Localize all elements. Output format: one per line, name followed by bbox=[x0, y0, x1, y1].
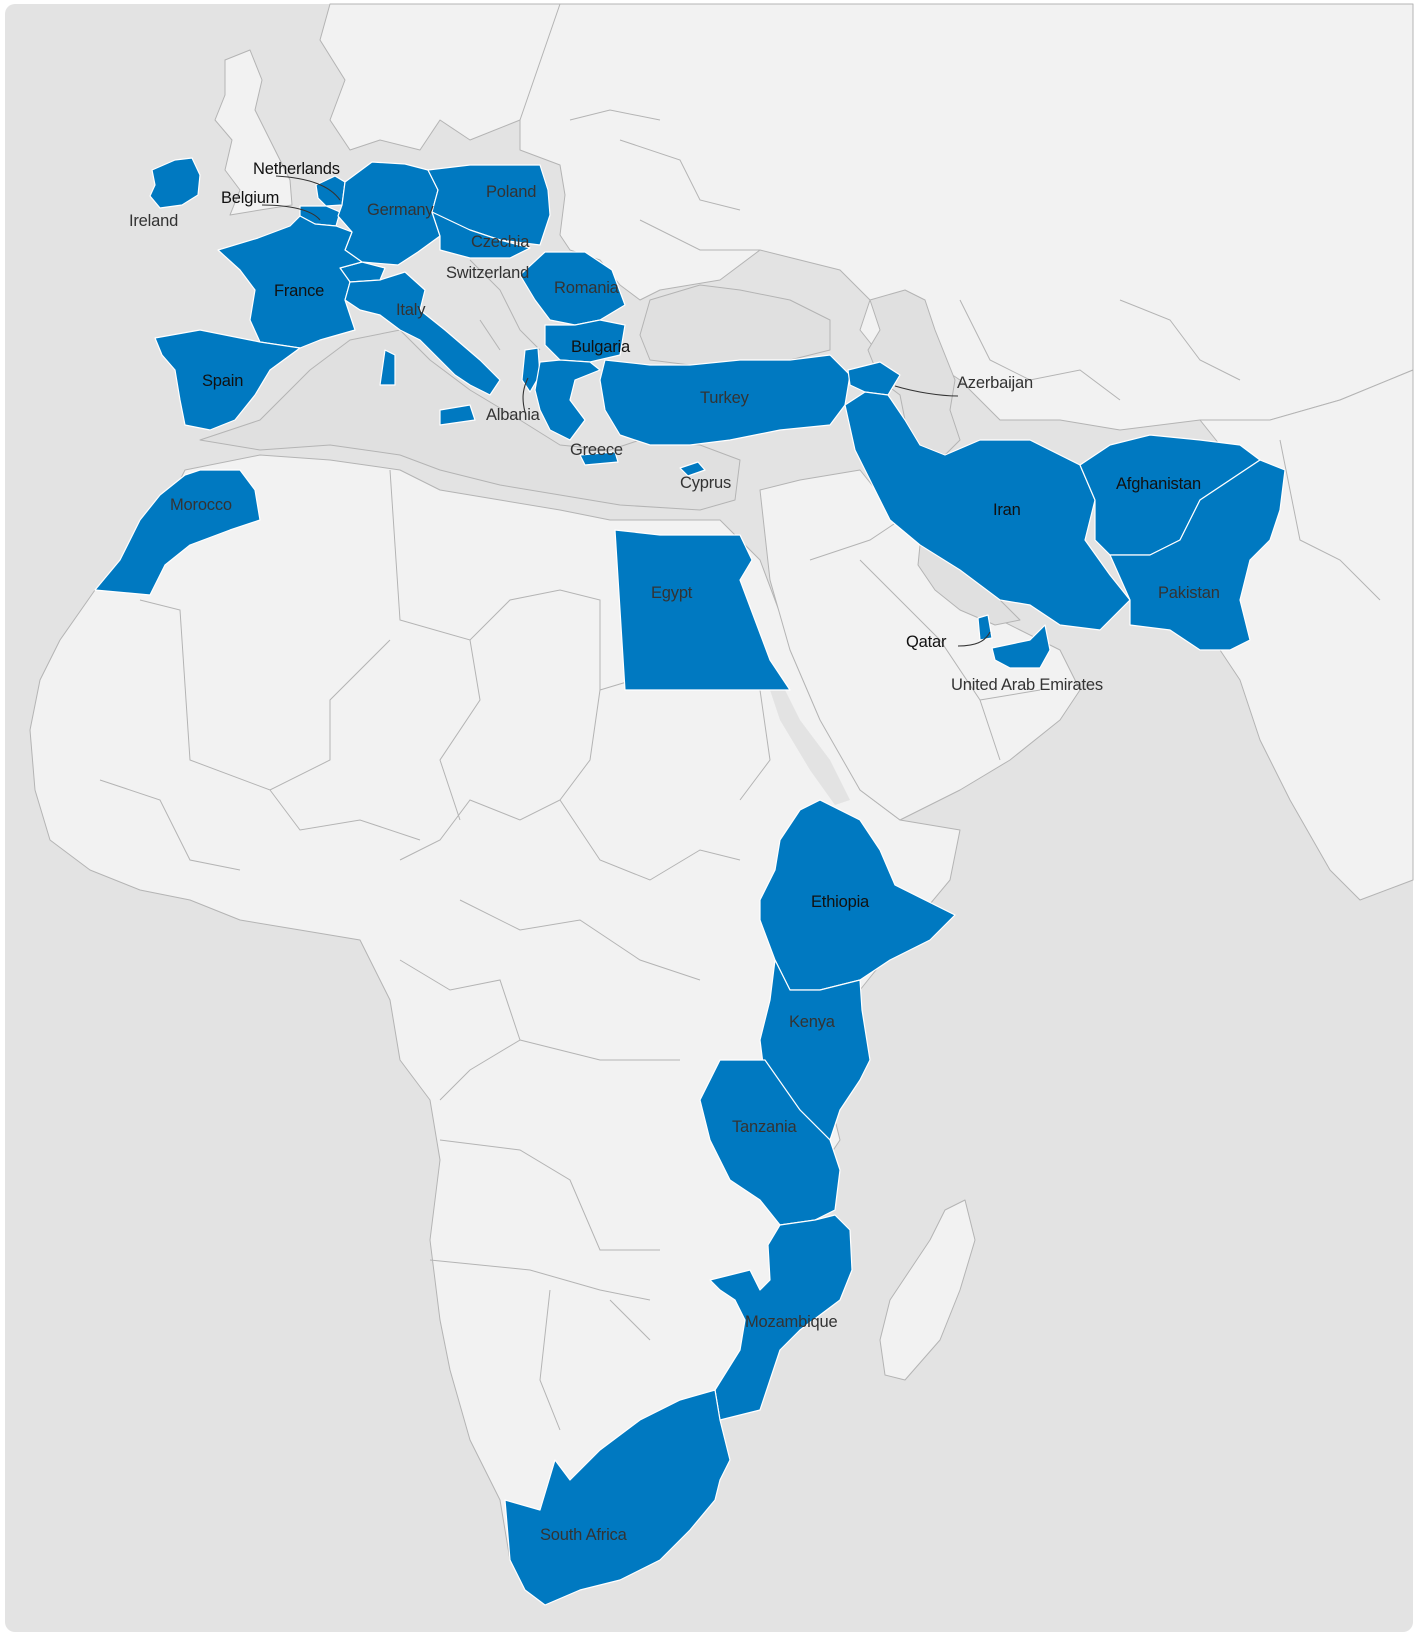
label-azerbaijan: Azerbaijan bbox=[957, 374, 1033, 392]
country-cyprus[interactable] bbox=[679, 461, 706, 477]
country-uae[interactable] bbox=[991, 624, 1051, 669]
country-turkey[interactable] bbox=[599, 354, 851, 446]
label-spain: Spain bbox=[202, 372, 243, 390]
label-netherlands: Netherlands bbox=[253, 160, 340, 178]
label-iran: Iran bbox=[993, 501, 1021, 519]
country-spain[interactable] bbox=[154, 329, 301, 431]
label-ireland: Ireland bbox=[129, 212, 178, 230]
country-pakistan[interactable] bbox=[1109, 459, 1286, 651]
land-great-britain bbox=[214, 49, 293, 216]
highlighted-countries bbox=[94, 157, 1286, 1606]
black-sea bbox=[639, 284, 831, 366]
label-albania: Albania bbox=[486, 406, 541, 424]
label-poland: Poland bbox=[486, 183, 536, 201]
label-switzerland: Switzerland bbox=[446, 264, 529, 282]
label-france: France bbox=[274, 282, 324, 300]
label-qatar: Qatar bbox=[906, 633, 947, 651]
country-france[interactable] bbox=[217, 215, 363, 349]
label-ethiopia: Ethiopia bbox=[811, 893, 870, 911]
country-egypt[interactable] bbox=[614, 529, 791, 691]
country-czechia[interactable] bbox=[431, 211, 531, 259]
label-afghanistan: Afghanistan bbox=[1116, 475, 1201, 493]
country-ireland[interactable] bbox=[149, 157, 201, 209]
country-labels: Netherlands Belgium Ireland Germany Pola… bbox=[129, 160, 1220, 1544]
label-greece: Greece bbox=[570, 441, 623, 459]
label-egypt: Egypt bbox=[651, 584, 693, 602]
country-greece[interactable] bbox=[534, 359, 619, 466]
label-turkey: Turkey bbox=[700, 389, 750, 407]
country-morocco[interactable] bbox=[94, 469, 261, 596]
label-uae: United Arab Emirates bbox=[951, 676, 1103, 694]
label-kenya: Kenya bbox=[789, 1013, 836, 1031]
label-romania: Romania bbox=[554, 279, 620, 297]
label-pakistan: Pakistan bbox=[1158, 584, 1220, 602]
label-morocco: Morocco bbox=[170, 496, 232, 514]
country-iran[interactable] bbox=[844, 391, 1131, 631]
country-romania[interactable] bbox=[519, 251, 626, 326]
country-italy[interactable] bbox=[344, 271, 501, 426]
label-belgium: Belgium bbox=[221, 189, 279, 207]
label-bulgaria: Bulgaria bbox=[571, 338, 631, 356]
land-madagascar bbox=[879, 1199, 976, 1381]
label-tanzania: Tanzania bbox=[732, 1118, 797, 1136]
label-cyprus: Cyprus bbox=[680, 474, 731, 492]
country-south-africa[interactable] bbox=[504, 1389, 731, 1606]
label-mozambique: Mozambique bbox=[745, 1313, 837, 1331]
label-czechia: Czechia bbox=[471, 233, 530, 251]
country-germany[interactable] bbox=[337, 161, 441, 266]
label-germany: Germany bbox=[367, 201, 434, 219]
leader-lines bbox=[261, 175, 991, 647]
label-italy: Italy bbox=[396, 301, 426, 319]
country-bulgaria[interactable] bbox=[544, 319, 626, 363]
label-south-africa: South Africa bbox=[540, 1526, 628, 1544]
